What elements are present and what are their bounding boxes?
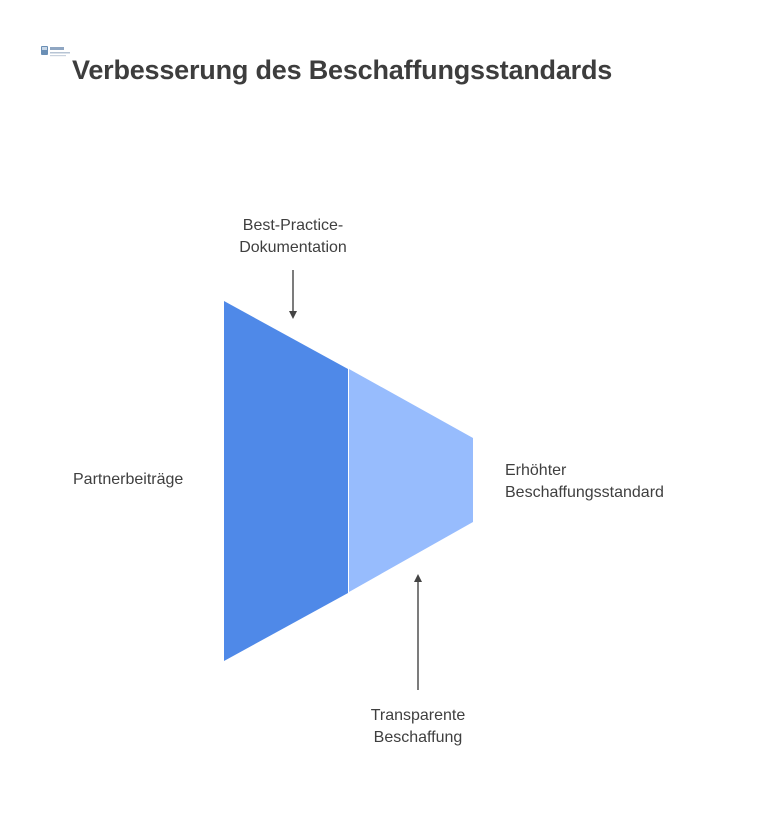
label-line: Beschaffung bbox=[373, 729, 463, 746]
logo-icon bbox=[41, 46, 70, 57]
label-line: Best-Practice- bbox=[242, 217, 344, 234]
label-transparente-beschaffung: Transparente Beschaffung bbox=[337, 705, 499, 749]
arrow-down-icon bbox=[289, 270, 297, 319]
label-line: Erhöhter bbox=[505, 462, 567, 479]
label-line: Transparente bbox=[370, 707, 466, 724]
label-best-practice: Best-Practice- Dokumentation bbox=[212, 215, 374, 259]
funnel-segment-partner bbox=[224, 301, 348, 661]
funnel-segment-standard bbox=[349, 369, 473, 592]
arrow-up-icon bbox=[414, 574, 422, 690]
label-line: Beschaffungsstandard bbox=[505, 484, 664, 501]
page-title: Verbesserung des Beschaffungsstandards bbox=[72, 55, 613, 85]
label-line: Dokumentation bbox=[239, 239, 347, 256]
label-erhoehter-standard: Erhöhter Beschaffungsstandard bbox=[505, 460, 664, 504]
label-partnerbeitraege: Partnerbeiträge bbox=[73, 471, 184, 488]
